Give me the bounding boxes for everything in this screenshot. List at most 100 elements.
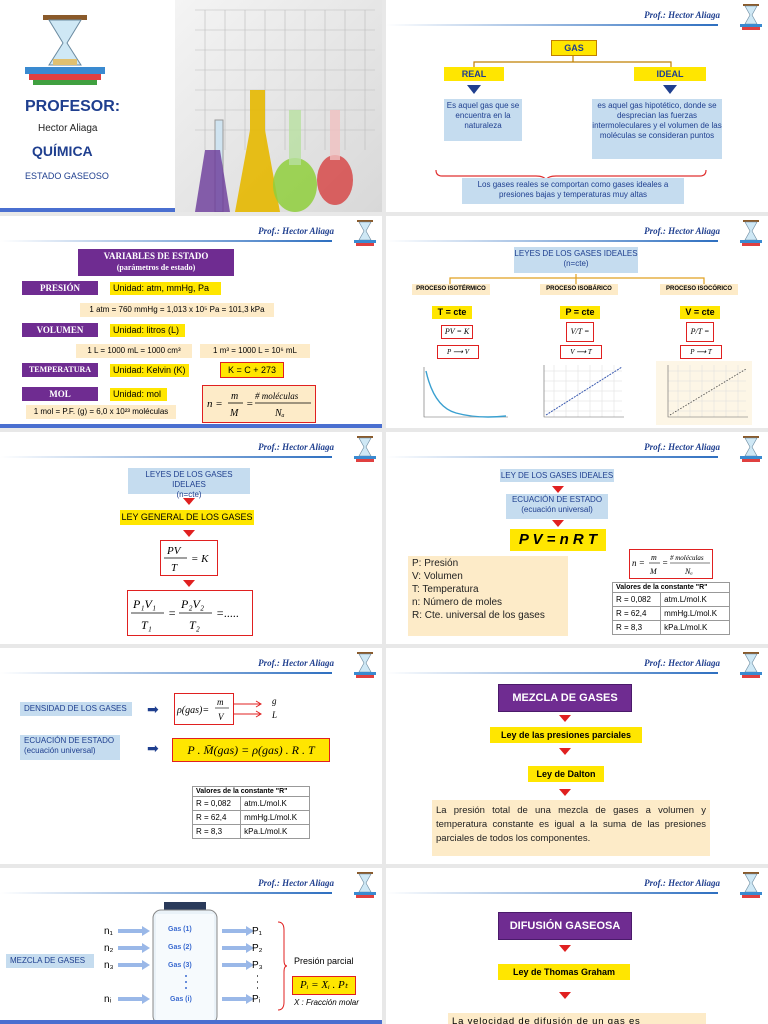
state-equation-line1: ECUACIÓN DE ESTADO [511,495,603,504]
author-label: Prof.: Hector Aliaga [258,658,334,668]
var-p: P: Presión [412,558,459,569]
svg-text:=: = [662,558,668,568]
gay-lussac-relation: P ⟶ T [680,345,722,359]
r-unit: kPa.L/mol.K [240,824,310,839]
slide-gas-laws: Prof.: Hector Aliaga LEYES DE LOS GASES … [386,216,768,428]
arrow-down-icon [559,992,571,999]
svg-text:PV: PV [166,545,182,557]
topic-title: ESTADO GASEOSO [25,171,109,181]
density-state-formula: P . M̄(gas) = ρ(gas) . R . T [172,738,330,762]
author-name: Hector Aliaga [38,123,98,134]
mol-equivalence: 1 mol = P.F. (g) = 6,0 x 10²³ moléculas [26,405,176,419]
gas-3-label: Gas (3) [168,962,192,969]
r-value: R = 0,082 [611,592,662,607]
mixture-title: MEZCLA DE GASES [498,684,632,712]
isobarico-label: PROCESO ISOBÁRICO [540,284,618,295]
profesor-heading: PROFESOR: [25,98,121,115]
n3-label: n₃ [104,960,114,971]
gas-1-label: Gas (1) [168,926,192,933]
state-equation-line2: (ecuación universal) [521,505,593,514]
presion-label: PRESIÓN [22,281,98,295]
gas-i-label: Gas (i) [170,996,192,1003]
variables-title: VARIABLES DE ESTADO (parámetros de estad… [78,249,234,276]
moles-formula: n = m M = # moléculas Nₐ [202,385,316,423]
course-title: QUÍMICA [32,143,93,159]
svg-text:n =: n = [207,398,223,410]
real-box: REAL [444,67,504,81]
svg-text:= K: = K [191,553,209,565]
r-value: R = 8,3 [611,620,662,635]
svg-text:m: m [231,391,238,402]
diffusion-title: DIFUSIÓN GASEOSA [498,912,632,940]
arrow-down-icon [467,85,481,94]
gas-box: GAS [551,40,597,56]
p3-label: P₃ [252,960,263,971]
svg-text:Nₐ: Nₐ [684,567,693,576]
hourglass-icon [354,436,376,462]
hourglass-icon [740,652,762,678]
isochoric-graph [656,361,752,425]
slide-variables: Prof.: Hector Aliaga VARIABLES DE ESTADO… [0,216,382,428]
author-label: Prof.: Hector Aliaga [644,658,720,668]
hourglass-icon [354,872,376,898]
presion-unit: Unidad: atm, mmHg, Pa [110,282,221,295]
svg-text:# moléculas: # moléculas [255,391,299,401]
laws-title-line1: LEYES DE LOS GASES IDEALES [514,249,638,258]
slide-gas-types: Prof.: Hector Aliaga GAS REAL IDEAL Es a… [386,0,768,212]
n1-label: n₁ [104,926,113,937]
boyle-formula: PV = K [441,325,473,339]
partial-pressure-formula: Pᵢ = Xᵢ . Pₜ [292,976,356,995]
mol-unit: Unidad: mol [110,388,167,401]
arrow-down-icon [552,486,564,493]
author-label: Prof.: Hector Aliaga [258,226,334,236]
volume-eq-1: 1 L = 1000 mL = 1000 cm³ [76,344,192,358]
r-value: R = 62,4 [191,810,242,825]
volume-eq-2: 1 m³ = 1000 L = 10⁶ mL [200,344,310,358]
arrow-down-icon [183,498,195,505]
ni-label: nᵢ [104,994,112,1005]
r-value: R = 62,4 [611,606,662,621]
flow-arrows [118,926,258,1004]
svg-text:=: = [168,606,176,620]
arrow-right-icon: ➡ [147,740,159,756]
arrow-right-icon: ➡ [147,701,159,717]
svg-text:V: V [218,712,225,722]
arrow-down-icon [183,530,195,537]
ideal-box: IDEAL [634,67,706,81]
author-label: Prof.: Hector Aliaga [644,10,720,20]
isotermico-label: PROCESO ISOTÉRMICO [412,284,490,295]
author-label: Prof.: Hector Aliaga [644,442,720,452]
hourglass-books-icon [25,15,105,85]
header-line [0,892,332,894]
arrow-down-icon [559,789,571,796]
laws-title-line2: (n=cte) [176,490,202,499]
slide-gas-mixture: Prof.: Hector Aliaga MEZCLA DE GASES Ley… [386,648,768,864]
var-r: R: Cte. universal de los gases [412,610,545,621]
presion-equivalence: 1 atm = 760 mmHg = 1,013 x 10⁵ Pa = 101,… [80,303,274,317]
p1-label: P₁ [252,926,263,937]
variables-title-line2: (parámetros de estado) [116,263,196,272]
author-label: Prof.: Hector Aliaga [258,878,334,888]
isocorico-label: PROCESO ISOCÓRICO [660,284,738,295]
r-unit: mmHg.L/mol.K [240,810,310,825]
arrow-down-icon [559,748,571,755]
laws-connector [449,274,705,284]
arrow-down-icon [183,580,195,587]
svg-text:Nₐ: Nₐ [274,408,285,419]
hourglass-icon [354,652,376,678]
slide-diffusion: Prof.: Hector Aliaga DIFUSIÓN GASEOSA Le… [386,868,768,1024]
svg-text:m: m [651,553,657,562]
laws-title: LEYES DE LOS GASES IDELAES (n=cte) [128,468,250,499]
r-table-header: Valores de la constante "R" [612,582,730,593]
svg-text:n =: n = [632,558,645,568]
dalton-law: Ley de Dalton [528,766,604,782]
author-label: Prof.: Hector Aliaga [644,226,720,236]
